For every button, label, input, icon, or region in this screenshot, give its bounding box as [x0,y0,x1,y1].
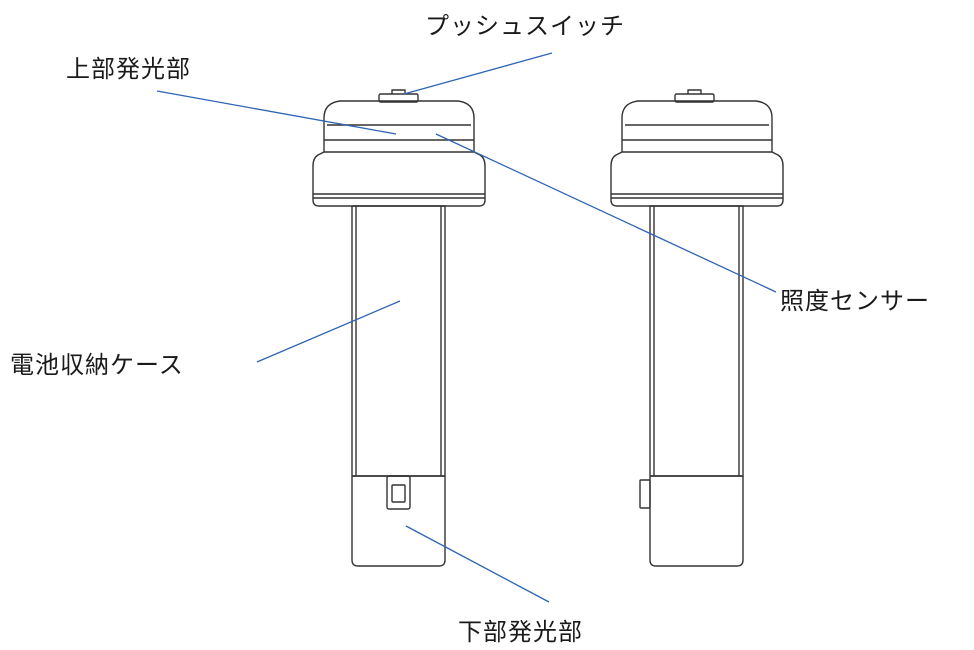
battery-case-label: 電池収納ケース [10,351,184,379]
lower-light-label: 下部発光部 [458,618,583,646]
leader-line-lux-sensor [435,133,777,293]
leader-line-battery-case [256,300,401,363]
leader-lines [156,52,777,603]
upper-cap-front [323,100,475,152]
upper-cap-side [621,100,773,152]
battery-case-side [649,205,744,477]
upper-head-front [312,151,486,207]
lower-light-front [351,476,446,567]
lux-sensor-label: 照度センサー [780,287,930,315]
device-side-view [610,89,784,567]
leader-line-lower-light [405,525,550,603]
device-front-view [312,89,486,567]
leader-line-upper-light [156,90,397,135]
upper-light-label: 上部発光部 [66,55,191,83]
push-switch-button-side [674,89,715,103]
push-switch-label: プッシュスイッチ [425,12,625,40]
lower-light-side [649,476,744,567]
push-switch-button-front [378,89,419,103]
leader-line-push-switch [403,52,553,95]
battery-case-front [351,205,446,477]
upper-head-side [610,151,784,207]
